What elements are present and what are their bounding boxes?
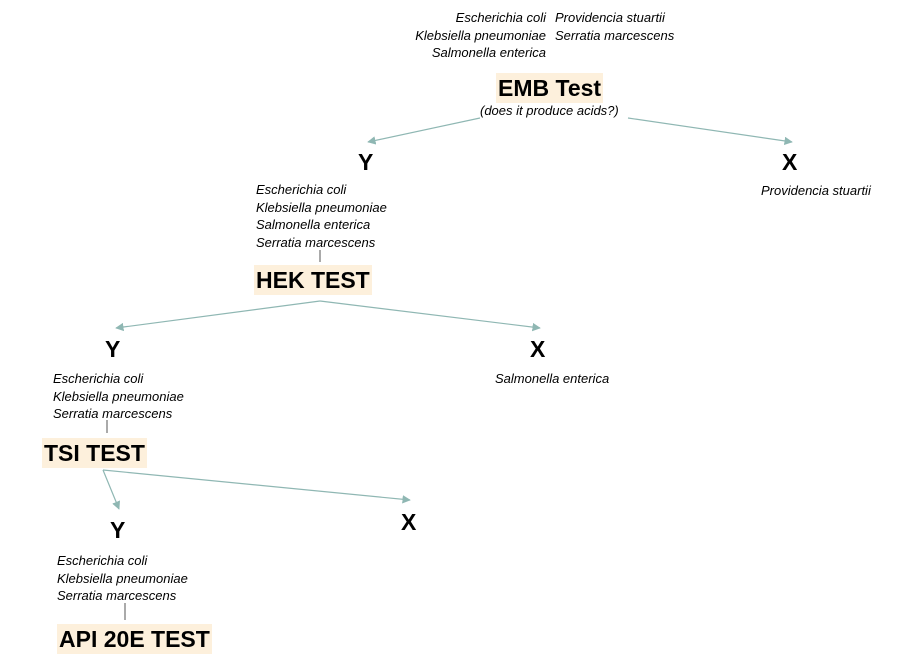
- emb-no-label: X: [782, 149, 798, 175]
- hek-yes-arrow: [115, 300, 321, 332]
- hek-no-label: X: [530, 336, 546, 362]
- species-item: Serratia marcescens: [57, 588, 177, 603]
- species-item: Escherichia coli: [256, 182, 347, 197]
- tsi-no-arrow: [102, 469, 411, 504]
- species-item: Escherichia coli: [455, 10, 546, 25]
- species-item: Klebsiella pneumoniae: [57, 570, 188, 586]
- species-item: Serratia marcescens: [256, 234, 376, 250]
- emb-yes-arrow: [367, 117, 481, 145]
- api-species-list: Escherichia coli Klebsiella pneumoniae S…: [57, 552, 188, 605]
- species-item: Klebsiella pneumoniae: [53, 388, 184, 404]
- api-test-title: API 20E TEST: [57, 624, 212, 654]
- hek-species-list: Escherichia coli Klebsiella pneumoniae S…: [256, 181, 387, 251]
- hek-yes-label: Y: [105, 336, 121, 362]
- emb-no-arrow: [627, 117, 793, 146]
- species-item: Escherichia coli: [57, 553, 148, 568]
- hek-test-title: HEK TEST: [254, 265, 372, 295]
- top-species-left: Escherichia coli Klebsiella pneumoniae S…: [385, 9, 546, 62]
- emb-test-question: (does it produce acids?): [480, 103, 619, 118]
- emb-no-species: Providencia stuartii: [761, 183, 871, 198]
- species-item: Escherichia coli: [53, 371, 144, 386]
- tsi-yes-label: Y: [110, 517, 126, 543]
- species-item: Providencia stuartii: [555, 10, 665, 25]
- emb-yes-label: Y: [358, 149, 374, 175]
- tsi-species-list: Escherichia coli Klebsiella pneumoniae S…: [53, 370, 184, 423]
- tsi-test-title: TSI TEST: [42, 438, 147, 468]
- emb-test-title: EMB Test: [496, 73, 604, 103]
- species-item: Klebsiella pneumoniae: [256, 199, 387, 215]
- hek-no-arrow: [319, 300, 541, 332]
- species-item: Serratia marcescens: [555, 27, 675, 43]
- top-species-right: Providencia stuartii Serratia marcescens: [555, 9, 674, 44]
- tsi-yes-arrow: [102, 469, 121, 510]
- species-item: Klebsiella pneumoniae: [415, 27, 546, 43]
- species-item: Salmonella enterica: [256, 217, 371, 232]
- species-item: Salmonella enterica: [431, 45, 546, 60]
- tsi-no-label: X: [401, 509, 417, 535]
- hek-no-species: Salmonella enterica: [495, 371, 610, 386]
- species-item: Serratia marcescens: [53, 406, 173, 421]
